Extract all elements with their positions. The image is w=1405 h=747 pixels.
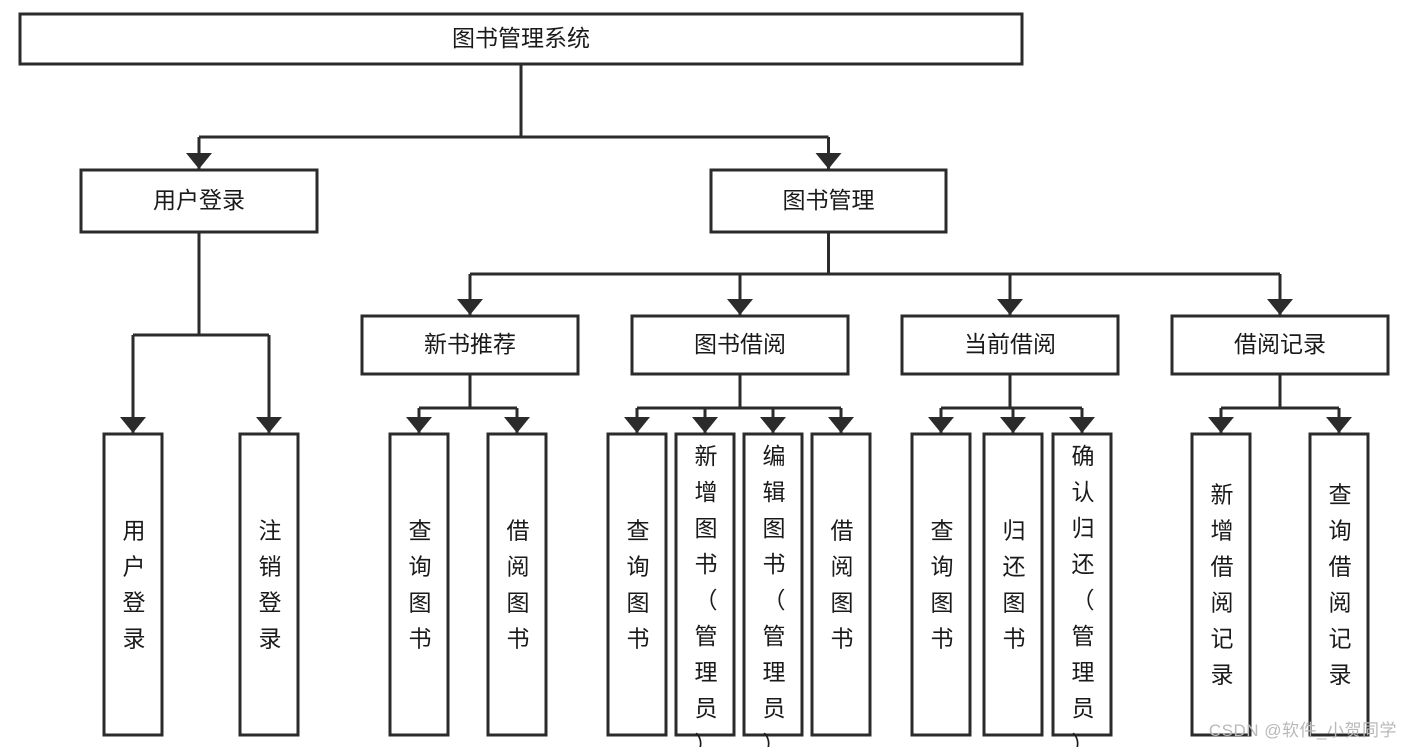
node-box-leaf-add-book-admin	[674, 432, 736, 737]
arrow-head-icon	[1326, 417, 1352, 433]
node-leaf-add-borrow-record[interactable]: 新增借阅记录	[1190, 432, 1252, 737]
node-box-book-borrow	[630, 314, 850, 376]
node-label-leaf-query-book-cur: 查询图书	[931, 518, 954, 652]
node-box-title	[18, 12, 1024, 66]
node-leaf-borrow-book-rec[interactable]: 借阅图书	[486, 432, 548, 737]
arrow-head-icon	[1208, 417, 1234, 433]
node-box-leaf-confirm-return-admin	[1051, 432, 1113, 737]
arrow-head-icon	[120, 417, 146, 433]
node-box-leaf-query-book-rec	[388, 432, 450, 737]
node-box-leaf-query-borrow-record	[1308, 432, 1370, 737]
arrow-head-icon	[256, 417, 282, 433]
node-label-leaf-query-book-borrow: 查询图书	[627, 518, 650, 652]
node-label-leaf-add-book-admin: 新增图书（管理员）	[695, 443, 718, 747]
node-box-leaf-add-borrow-record	[1190, 432, 1252, 737]
node-box-leaf-edit-book-admin	[742, 432, 804, 737]
node-label-title: 图书管理系统	[452, 25, 590, 51]
node-box-leaf-query-book-cur	[910, 432, 972, 737]
node-box-leaf-query-book-borrow	[606, 432, 668, 737]
arrow-head-icon	[186, 153, 212, 169]
node-label-user-login: 用户登录	[153, 187, 245, 213]
node-current-borrow[interactable]: 当前借阅	[900, 314, 1120, 376]
node-leaf-query-book-cur[interactable]: 查询图书	[910, 432, 972, 737]
node-box-leaf-user-login	[102, 432, 164, 737]
arrow-head-icon	[406, 417, 432, 433]
node-box-book-management	[709, 168, 948, 234]
node-label-leaf-logout-login: 注销登录	[259, 518, 282, 652]
node-leaf-logout-login[interactable]: 注销登录	[238, 432, 300, 737]
node-box-current-borrow	[900, 314, 1120, 376]
node-label-leaf-confirm-return-admin: 确认归还（管理员）	[1072, 443, 1095, 747]
node-box-leaf-return-book	[982, 432, 1044, 737]
node-box-leaf-borrow-book	[810, 432, 872, 737]
arrow-head-icon	[760, 417, 786, 433]
node-box-leaf-borrow-book-rec	[486, 432, 548, 737]
arrow-head-icon	[727, 299, 753, 315]
arrow-head-icon	[997, 299, 1023, 315]
node-box-user-login	[79, 168, 319, 234]
node-boxes: 图书管理系统用户登录图书管理新书推荐图书借阅当前借阅借阅记录用户登录注销登录查询…	[18, 12, 1390, 747]
node-label-book-borrow: 图书借阅	[694, 331, 786, 357]
arrow-head-icon	[828, 417, 854, 433]
node-label-leaf-query-borrow-record: 查询借阅记录	[1329, 482, 1352, 688]
arrow-head-icon	[457, 299, 483, 315]
arrow-head-icon	[1000, 417, 1026, 433]
node-label-book-management: 图书管理	[783, 187, 875, 213]
node-label-leaf-borrow-book: 借阅图书	[831, 518, 854, 652]
connector-lines	[120, 64, 1352, 433]
node-title[interactable]: 图书管理系统	[18, 12, 1024, 66]
watermark-text: CSDN @软件_小贺同学	[1208, 721, 1397, 740]
node-leaf-edit-book-admin[interactable]: 编辑图书（管理员）	[742, 432, 804, 747]
arrow-head-icon	[692, 417, 718, 433]
node-label-leaf-borrow-book-rec: 借阅图书	[507, 518, 530, 652]
arrow-head-icon	[928, 417, 954, 433]
node-leaf-confirm-return-admin[interactable]: 确认归还（管理员）	[1051, 432, 1113, 747]
node-leaf-return-book[interactable]: 归还图书	[982, 432, 1044, 737]
node-new-book-recommend[interactable]: 新书推荐	[360, 314, 580, 376]
node-label-new-book-recommend: 新书推荐	[424, 331, 516, 357]
arrow-head-icon	[624, 417, 650, 433]
node-user-login[interactable]: 用户登录	[79, 168, 319, 234]
node-label-leaf-return-book: 归还图书	[1003, 518, 1026, 652]
node-label-borrow-record: 借阅记录	[1234, 331, 1326, 357]
node-leaf-borrow-book[interactable]: 借阅图书	[810, 432, 872, 737]
node-box-borrow-record	[1170, 314, 1390, 376]
node-leaf-user-login[interactable]: 用户登录	[102, 432, 164, 737]
node-box-new-book-recommend	[360, 314, 580, 376]
node-leaf-query-book-borrow[interactable]: 查询图书	[606, 432, 668, 737]
node-label-leaf-user-login: 用户登录	[123, 518, 146, 652]
arrow-head-icon	[1267, 299, 1293, 315]
node-label-current-borrow: 当前借阅	[964, 331, 1056, 357]
node-book-management[interactable]: 图书管理	[709, 168, 948, 234]
node-book-borrow[interactable]: 图书借阅	[630, 314, 850, 376]
arrow-head-icon	[504, 417, 530, 433]
node-label-leaf-add-borrow-record: 新增借阅记录	[1211, 482, 1234, 688]
arrow-head-icon	[1069, 417, 1095, 433]
arrow-head-icon	[815, 153, 842, 169]
node-leaf-query-book-rec[interactable]: 查询图书	[388, 432, 450, 737]
node-borrow-record[interactable]: 借阅记录	[1170, 314, 1390, 376]
node-box-leaf-logout-login	[238, 432, 300, 737]
node-label-leaf-query-book-rec: 查询图书	[409, 518, 432, 652]
node-leaf-add-book-admin[interactable]: 新增图书（管理员）	[674, 432, 736, 747]
node-leaf-query-borrow-record[interactable]: 查询借阅记录	[1308, 432, 1370, 737]
node-label-leaf-edit-book-admin: 编辑图书（管理员）	[763, 443, 786, 747]
